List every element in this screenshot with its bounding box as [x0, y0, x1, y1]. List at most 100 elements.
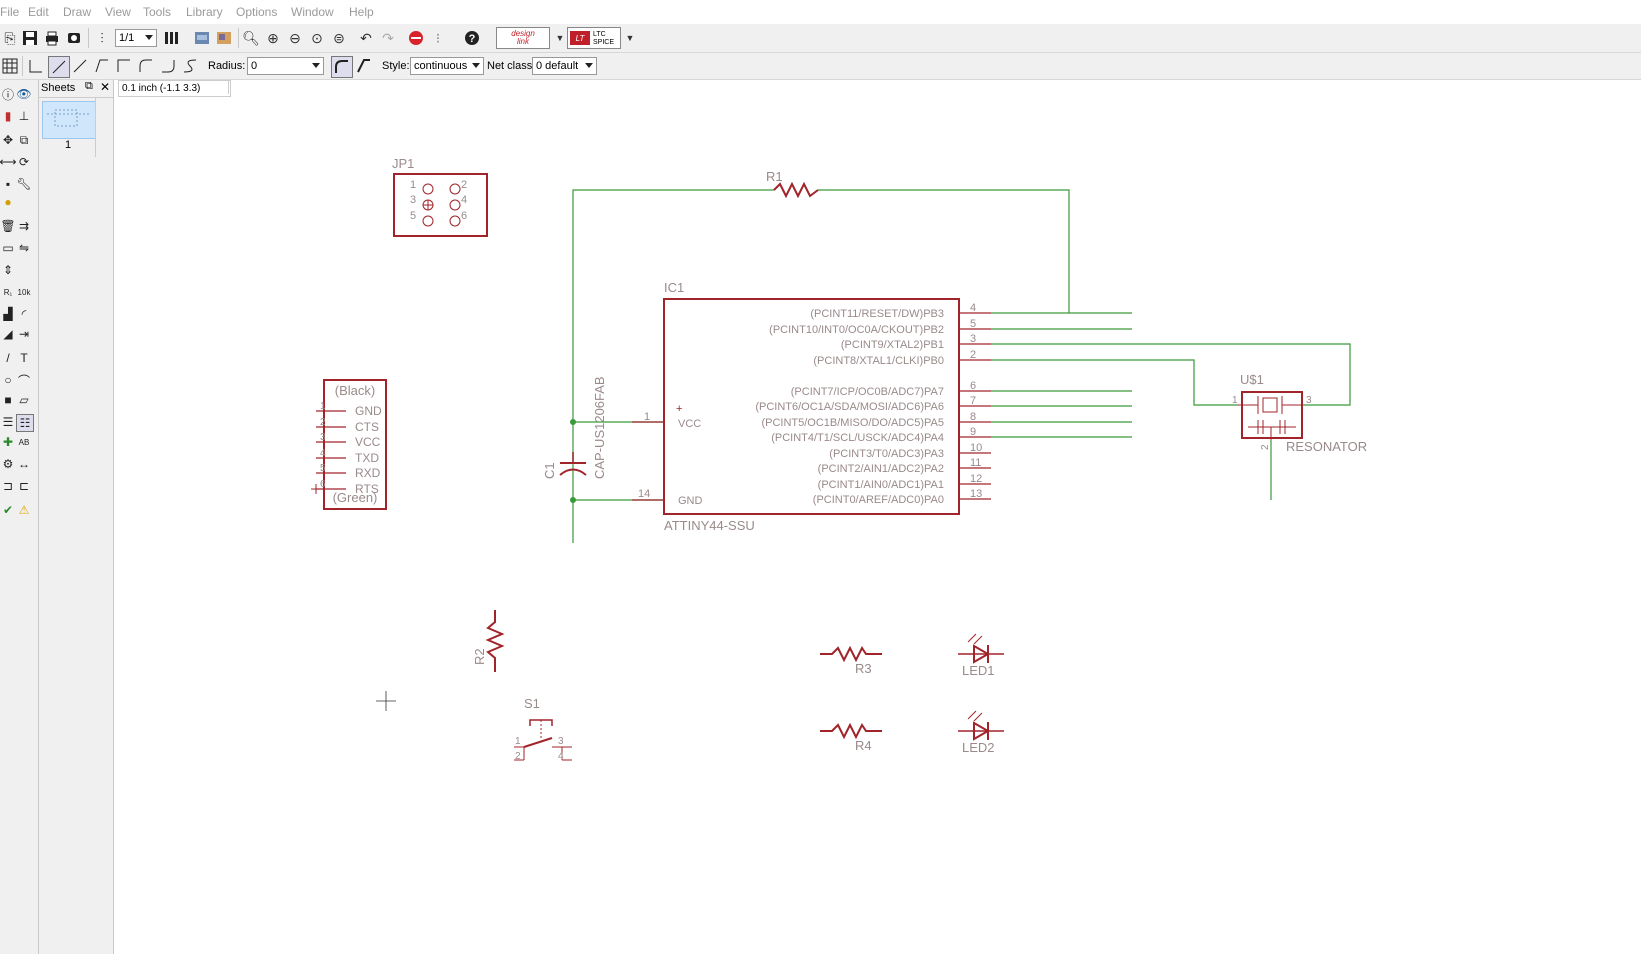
show-icon[interactable]: 👁︎ [16, 87, 32, 101]
sheet-icon[interactable]: ⫶ [100, 29, 104, 46]
mirror-icon[interactable]: ⟷ [0, 155, 17, 169]
print-icon[interactable] [42, 28, 62, 48]
replace-icon[interactable]: ▭ [2, 241, 14, 255]
net-class-select[interactable]: 0 default [532, 57, 597, 75]
go-icon[interactable]: ⁝ [435, 29, 441, 46]
wire-bend-3-icon[interactable] [92, 56, 112, 76]
menu-options[interactable]: Options [236, 5, 278, 19]
style-select[interactable]: continuous [410, 57, 484, 75]
pinswap-icon[interactable]: ⇕ [2, 263, 14, 277]
erc-icon[interactable]: ✔ [2, 503, 14, 517]
r4-resistor[interactable]: R4 [820, 722, 882, 753]
add-icon[interactable]: ⇉ [18, 219, 30, 233]
design-link-dropdown-icon[interactable]: ▼ [555, 33, 565, 43]
wire-bend-6-icon[interactable] [158, 56, 178, 76]
mark-icon[interactable]: ⊥ [18, 109, 30, 123]
menu-tools[interactable]: Tools [143, 5, 172, 19]
text-icon[interactable]: T [20, 351, 28, 365]
wire-bend-1-icon[interactable] [48, 56, 70, 78]
net-icon[interactable]: ☷ [16, 414, 34, 432]
junction-icon[interactable]: ✚ [2, 435, 14, 449]
smash-icon[interactable]: ▟ [3, 307, 13, 321]
label-icon[interactable]: AB [18, 437, 30, 447]
value-icon[interactable]: 10k [17, 287, 31, 297]
invoke-icon[interactable]: ⇥ [18, 327, 30, 341]
bus-icon[interactable]: ☰ [2, 415, 14, 429]
help-icon[interactable]: ? [462, 28, 482, 48]
zoom-select-icon[interactable]: ⊜ [333, 29, 345, 46]
miter-straight-icon[interactable] [354, 56, 374, 76]
info-icon[interactable]: ⓘ [1, 87, 14, 102]
miter-icon[interactable]: ◜ [21, 307, 27, 321]
wire-bend-4-icon[interactable] [114, 56, 134, 76]
undock-icon[interactable]: ⧉ [85, 80, 93, 92]
design-link-button[interactable]: design link [496, 27, 550, 49]
split-icon[interactable]: ◢ [3, 327, 13, 341]
zoom-out-icon[interactable]: ⊖ [289, 29, 301, 46]
sheet-thumbnail[interactable] [42, 101, 96, 139]
wire-bend-2-icon[interactable] [70, 56, 90, 76]
close-icon[interactable]: ✕ [100, 80, 111, 94]
rotate-icon[interactable]: ⟳ [18, 155, 30, 169]
delete-icon[interactable]: 🗑︎ [0, 219, 16, 233]
c1-capacitor[interactable]: C1 CAP-US1206FAB [542, 376, 607, 479]
display-icon[interactable]: ▮ [4, 109, 12, 123]
board-icon[interactable] [192, 28, 212, 48]
name-icon[interactable]: R₁ [3, 287, 13, 297]
save-icon[interactable] [20, 28, 40, 48]
miter-round-icon[interactable] [331, 56, 353, 78]
wire-bend-5-icon[interactable] [136, 56, 156, 76]
undo-icon[interactable]: ↶ [360, 29, 372, 46]
arc-icon[interactable]: ⌒ [17, 373, 30, 388]
move-icon[interactable]: ✥ [2, 133, 14, 147]
sheet-select[interactable]: 1/1 [115, 29, 157, 47]
zoom-in-icon[interactable]: ⊕ [267, 29, 279, 46]
wire-bend-7-icon[interactable] [180, 56, 200, 76]
stop-icon[interactable] [406, 28, 426, 48]
ltspice-dropdown-icon[interactable]: ▼ [625, 33, 635, 43]
library-icon[interactable] [163, 28, 183, 48]
redo-icon[interactable]: ↷ [382, 29, 394, 46]
led1[interactable]: LED1 [958, 633, 1004, 678]
zoom-fit-icon[interactable]: 🔍︎ [242, 29, 260, 46]
dimension-icon[interactable]: ↔ [18, 457, 30, 471]
u1-resonator[interactable]: U$1 RESONATOR 1 3 2 [1232, 372, 1367, 454]
rect-icon[interactable]: ■ [4, 393, 12, 407]
change-icon[interactable]: 🔧︎ [16, 177, 32, 191]
jp1-header[interactable]: JP1 1 2 3 4 5 6 [392, 156, 488, 237]
frame-icon[interactable]: ⊐ [2, 479, 14, 493]
wire-bend-0-icon[interactable] [26, 56, 46, 76]
cam-processor-icon[interactable] [64, 28, 84, 48]
menu-library[interactable]: Library [186, 5, 223, 19]
attribute-icon[interactable]: ⚙︎ [2, 457, 14, 471]
copy-icon[interactable]: ⧉ [19, 132, 29, 147]
menu-view[interactable]: View [105, 5, 131, 19]
radius-input[interactable]: 0 [247, 57, 324, 75]
r3-resistor[interactable]: R3 [820, 645, 882, 676]
menu-help[interactable]: Help [349, 5, 374, 19]
wire-icon[interactable]: / [6, 351, 10, 365]
polygon-icon[interactable]: ▱ [19, 393, 29, 407]
ltspice-button[interactable]: LT LTC SPICE [567, 27, 621, 49]
ic1-attiny44[interactable]: IC1 ATTINY44-SSU + VCC 1 GND 14 (PCINT11… [632, 280, 991, 533]
led2[interactable]: LED2 [958, 710, 1004, 755]
schematic-canvas[interactable]: JP1 1 2 3 4 5 6 R1 IC1 ATTINY44-SSU + VC… [114, 96, 1634, 946]
errors-icon[interactable]: ⚠ [18, 503, 30, 517]
r1-resistor[interactable]: R1 [766, 169, 819, 199]
menu-edit[interactable]: Edit [28, 5, 49, 19]
s1-switch[interactable]: S1 1 2 3 4 [514, 696, 572, 762]
menu-window[interactable]: Window [291, 5, 334, 19]
pin-icon[interactable]: ⊏ [18, 479, 30, 493]
circle-icon[interactable]: ○ [4, 373, 12, 387]
group-icon[interactable]: ▪ [5, 177, 11, 191]
r2-resistor[interactable]: R2 [472, 610, 505, 672]
menu-file[interactable]: File [0, 5, 20, 19]
open-icon[interactable]: ⎘ [4, 29, 16, 46]
gateswap-icon[interactable]: ⇋ [18, 241, 30, 255]
grid-icon[interactable] [0, 56, 20, 76]
paste-icon[interactable]: ● [4, 195, 12, 209]
menu-draw[interactable]: Draw [63, 5, 92, 19]
schematic-icon[interactable] [214, 28, 234, 48]
zoom-redraw-icon[interactable]: ⊙ [311, 29, 323, 46]
